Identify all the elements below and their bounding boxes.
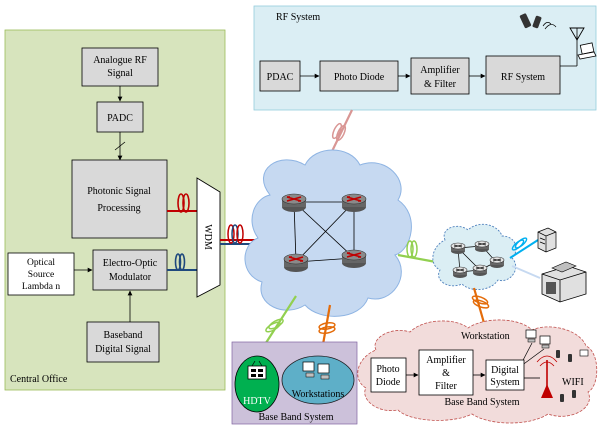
bus-slash	[114, 141, 126, 151]
computer-icon	[302, 361, 330, 380]
mobile-phone-icon	[568, 354, 572, 362]
workstation-label: Workstation	[461, 331, 510, 342]
mobile-phone-icon	[560, 394, 564, 402]
router-icon	[341, 193, 367, 213]
router-icon	[474, 240, 490, 253]
wdm-multiplexer: WDM	[196, 177, 221, 298]
mobile-phone-icon	[556, 350, 560, 358]
router-icon	[452, 266, 468, 279]
analogue-rf-line1: Analogue RF	[93, 55, 147, 66]
padc-label: PADC	[107, 113, 133, 124]
modulator-line1: Electro-Optic	[103, 258, 158, 269]
optical-source-block: Optical Source Lambda n	[7, 252, 75, 296]
rf-photo-diode-block: Photo Diode	[319, 60, 399, 92]
router-icon	[281, 193, 307, 213]
metro-to-printer-link	[511, 265, 541, 279]
digital-system-line1: Digital	[491, 365, 519, 376]
optical-source-line2: Source	[28, 270, 54, 280]
core-router-cloud	[244, 149, 412, 317]
photonic-line1: Photonic Signal	[87, 186, 151, 197]
computer-icon	[525, 329, 537, 343]
rf-panel-title: RF System	[276, 12, 320, 23]
baseband-line1: Baseband	[104, 330, 143, 341]
photonic-to-wdm-fiber	[167, 193, 198, 213]
antenna-icon	[569, 27, 585, 41]
digital-system-block: Digital System	[485, 359, 525, 391]
router-icon	[489, 256, 505, 269]
modulator-line2: Modulator	[109, 272, 152, 283]
baseband-left-label: Base Band System	[259, 412, 334, 423]
metro-router-cloud	[432, 223, 517, 290]
optical-source-line3: Lambda n	[22, 282, 61, 292]
workstations-node: Workstations	[281, 355, 355, 405]
digital-system-line2: System	[490, 377, 520, 388]
wifi-label: WIFI	[562, 377, 584, 388]
bb-photo-diode-block: Photo Diode	[370, 357, 407, 393]
hdtv-label: HDTV	[243, 396, 272, 407]
pdac-block: PDAC	[259, 60, 301, 92]
bb-photo-diode-line1: Photo	[376, 364, 399, 375]
bb-amplifier-line2: &	[442, 368, 450, 379]
rf-amplifier-line2: & Filter	[424, 79, 457, 90]
core-to-metro-fiber	[397, 240, 437, 264]
metro-to-server-fiber	[509, 237, 539, 259]
computer-icon	[539, 335, 551, 349]
rf-amplifier-line1: Amplifier	[420, 65, 460, 76]
baseband-right-label: Base Band System	[445, 397, 520, 408]
baseband-digital-signal-block: Baseband Digital Signal	[86, 321, 160, 363]
hdtv-node: HDTV	[234, 355, 280, 413]
rf-antenna-link	[560, 36, 578, 67]
bb-photo-diode-line2: Diode	[376, 377, 401, 388]
pdac-label: PDAC	[267, 72, 294, 83]
wifi-devices	[556, 349, 589, 402]
router-icon	[341, 249, 367, 269]
rf-amplifier-filter-block: Amplifier & Filter	[410, 57, 470, 95]
modulator-to-wdm-fiber	[167, 253, 198, 271]
analogue-rf-line2: Signal	[107, 68, 133, 79]
server-icon	[537, 227, 557, 253]
mobile-phone-icon	[572, 390, 576, 398]
rf-system-block: RF System	[485, 55, 561, 95]
photonic-signal-processing-block: Photonic Signal Processing	[71, 159, 168, 239]
laptop-icon	[577, 42, 597, 60]
baseband-right-panel: Base Band System	[357, 319, 598, 424]
router-icon	[283, 253, 309, 273]
bb-amplifier-line1: Amplifier	[426, 355, 466, 366]
wifi-antenna-icon	[536, 355, 558, 398]
rf-photo-diode-label: Photo Diode	[334, 72, 385, 83]
tv-icon	[247, 360, 267, 380]
printer-icon	[541, 261, 587, 303]
wdm-label: WDM	[202, 224, 213, 250]
baseband-line2: Digital Signal	[95, 344, 151, 355]
central-office-label: Central Office	[10, 374, 68, 385]
laptop-icon	[579, 349, 589, 357]
photonic-line2: Processing	[97, 203, 140, 214]
bb-amplifier-line3: Filter	[435, 381, 457, 392]
mobile-phone-icon	[519, 13, 557, 30]
optical-source-line1: Optical	[27, 258, 55, 268]
router-icon	[472, 264, 488, 277]
rf-system-label: RF System	[501, 72, 545, 83]
router-icon	[450, 242, 466, 255]
workstations-label: Workstations	[292, 389, 345, 400]
padc-block: PADC	[96, 101, 144, 133]
analogue-rf-signal-block: Analogue RF Signal	[81, 47, 159, 87]
electro-optic-modulator-block: Electro-Optic Modulator	[92, 249, 168, 291]
bb-amplifier-filter-block: Amplifier & Filter	[418, 349, 474, 396]
